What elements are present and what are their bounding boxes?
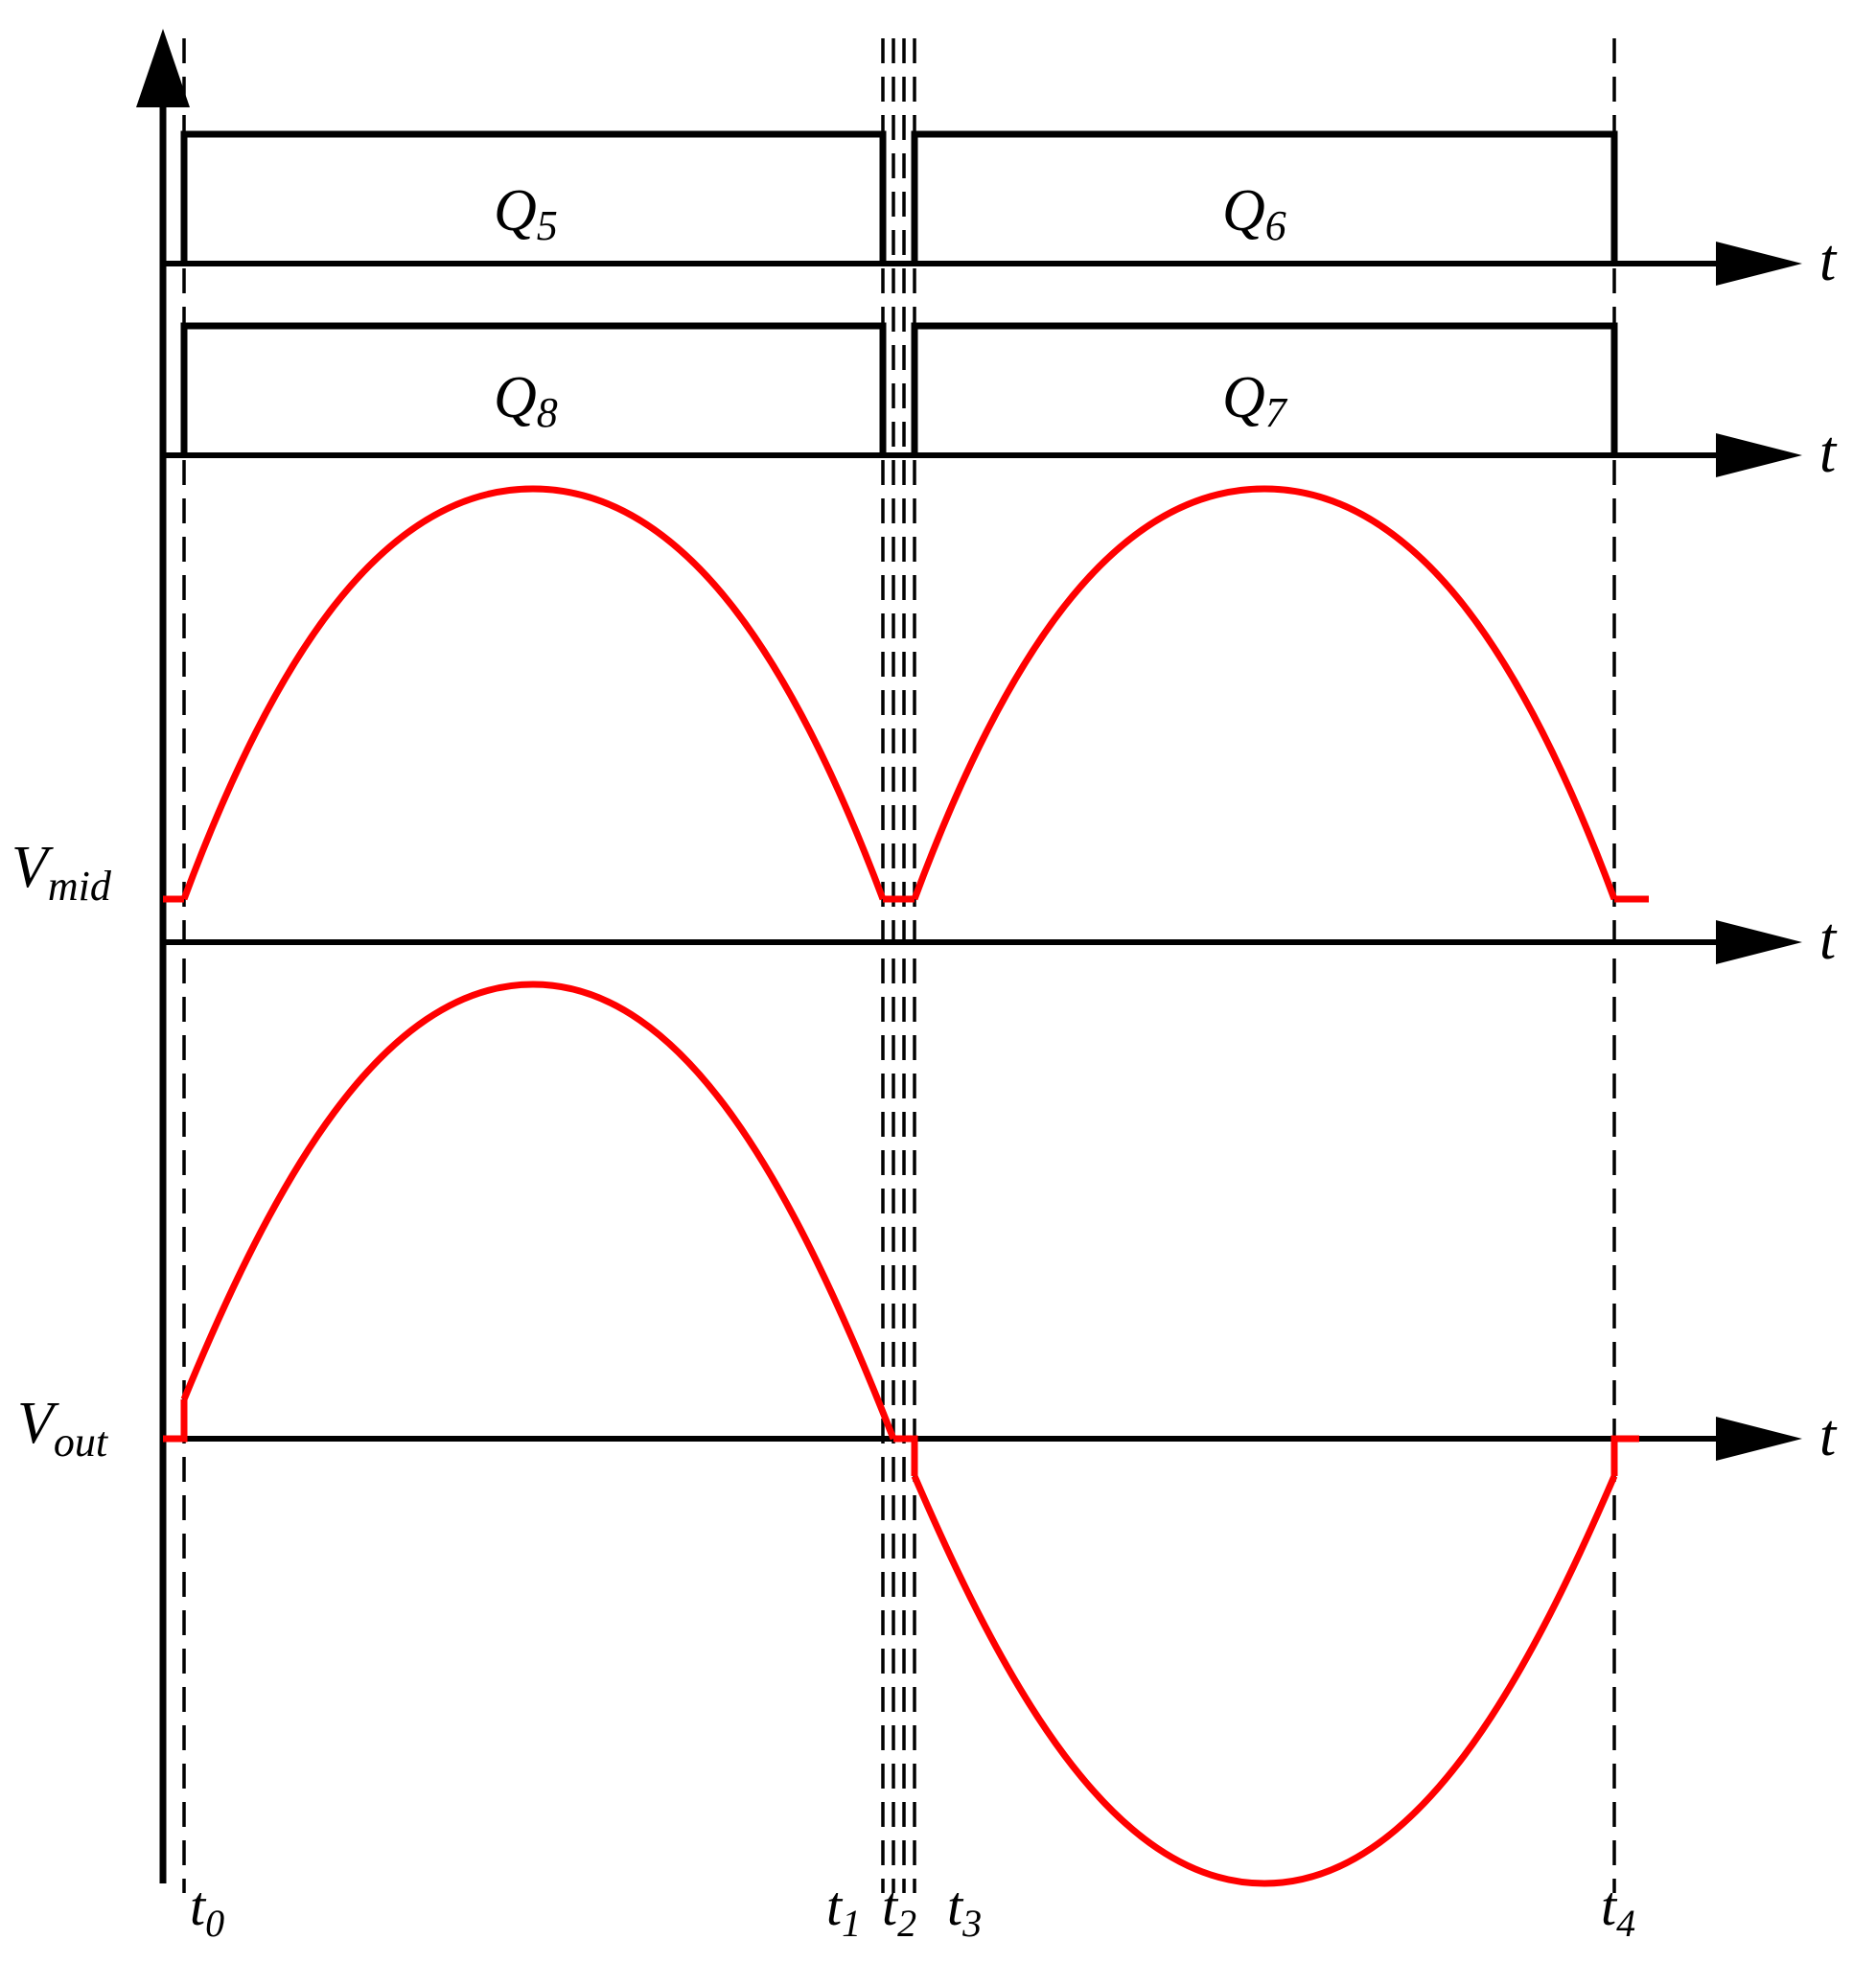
axis-label-1: t — [1819, 228, 1838, 293]
signal-labels: Vmid Vout — [12, 835, 112, 1466]
label-vout: Vout — [17, 1391, 109, 1466]
label-t3: t3 — [947, 1875, 982, 1945]
label-q7: Q7 — [1222, 365, 1288, 436]
gate-pulses — [180, 130, 1618, 455]
axis-label-4: t — [1819, 1403, 1838, 1468]
pulse-q6 — [911, 130, 1618, 264]
label-q8: Q8 — [494, 365, 558, 436]
pulse-q7 — [911, 322, 1618, 455]
label-t0: t0 — [190, 1875, 224, 1945]
time-axis-4-arrowhead — [1716, 1417, 1802, 1461]
pulse-q8 — [180, 322, 887, 455]
time-axis-1-arrowhead — [1716, 242, 1802, 286]
label-q5: Q5 — [494, 178, 558, 249]
vmid-half-2 — [911, 485, 1618, 901]
vout-pre — [163, 1399, 188, 1443]
vmid-half-1 — [180, 485, 887, 901]
pulse-labels: Q5 Q6 Q8 Q7 — [494, 178, 1288, 436]
time-axis-3-arrowhead — [1716, 920, 1802, 964]
label-vmid: Vmid — [12, 835, 112, 910]
label-q6: Q6 — [1222, 178, 1286, 249]
label-t2: t2 — [882, 1875, 916, 1945]
vout-half-1 — [180, 981, 897, 1441]
label-t1: t1 — [826, 1875, 861, 1945]
vout-gap — [893, 1435, 918, 1476]
vmid-waveform — [163, 485, 1649, 903]
time-axes — [163, 242, 1802, 1461]
time-marker-lines — [182, 38, 1616, 1893]
axis-label-2: t — [1819, 420, 1838, 485]
vout-half-2 — [911, 1474, 1618, 1887]
vout-post — [1610, 1435, 1639, 1476]
vertical-axis-arrowhead — [136, 29, 190, 107]
axis-t-labels: t t t t — [1819, 228, 1838, 1468]
axis-label-3: t — [1819, 907, 1838, 972]
time-axis-2-arrowhead — [1716, 433, 1802, 477]
pulse-q5 — [180, 130, 887, 264]
vout-waveform — [163, 981, 1639, 1887]
time-marker-labels: t0 t1 t2 t3 t4 — [190, 1875, 1635, 1945]
label-t4: t4 — [1601, 1875, 1635, 1945]
